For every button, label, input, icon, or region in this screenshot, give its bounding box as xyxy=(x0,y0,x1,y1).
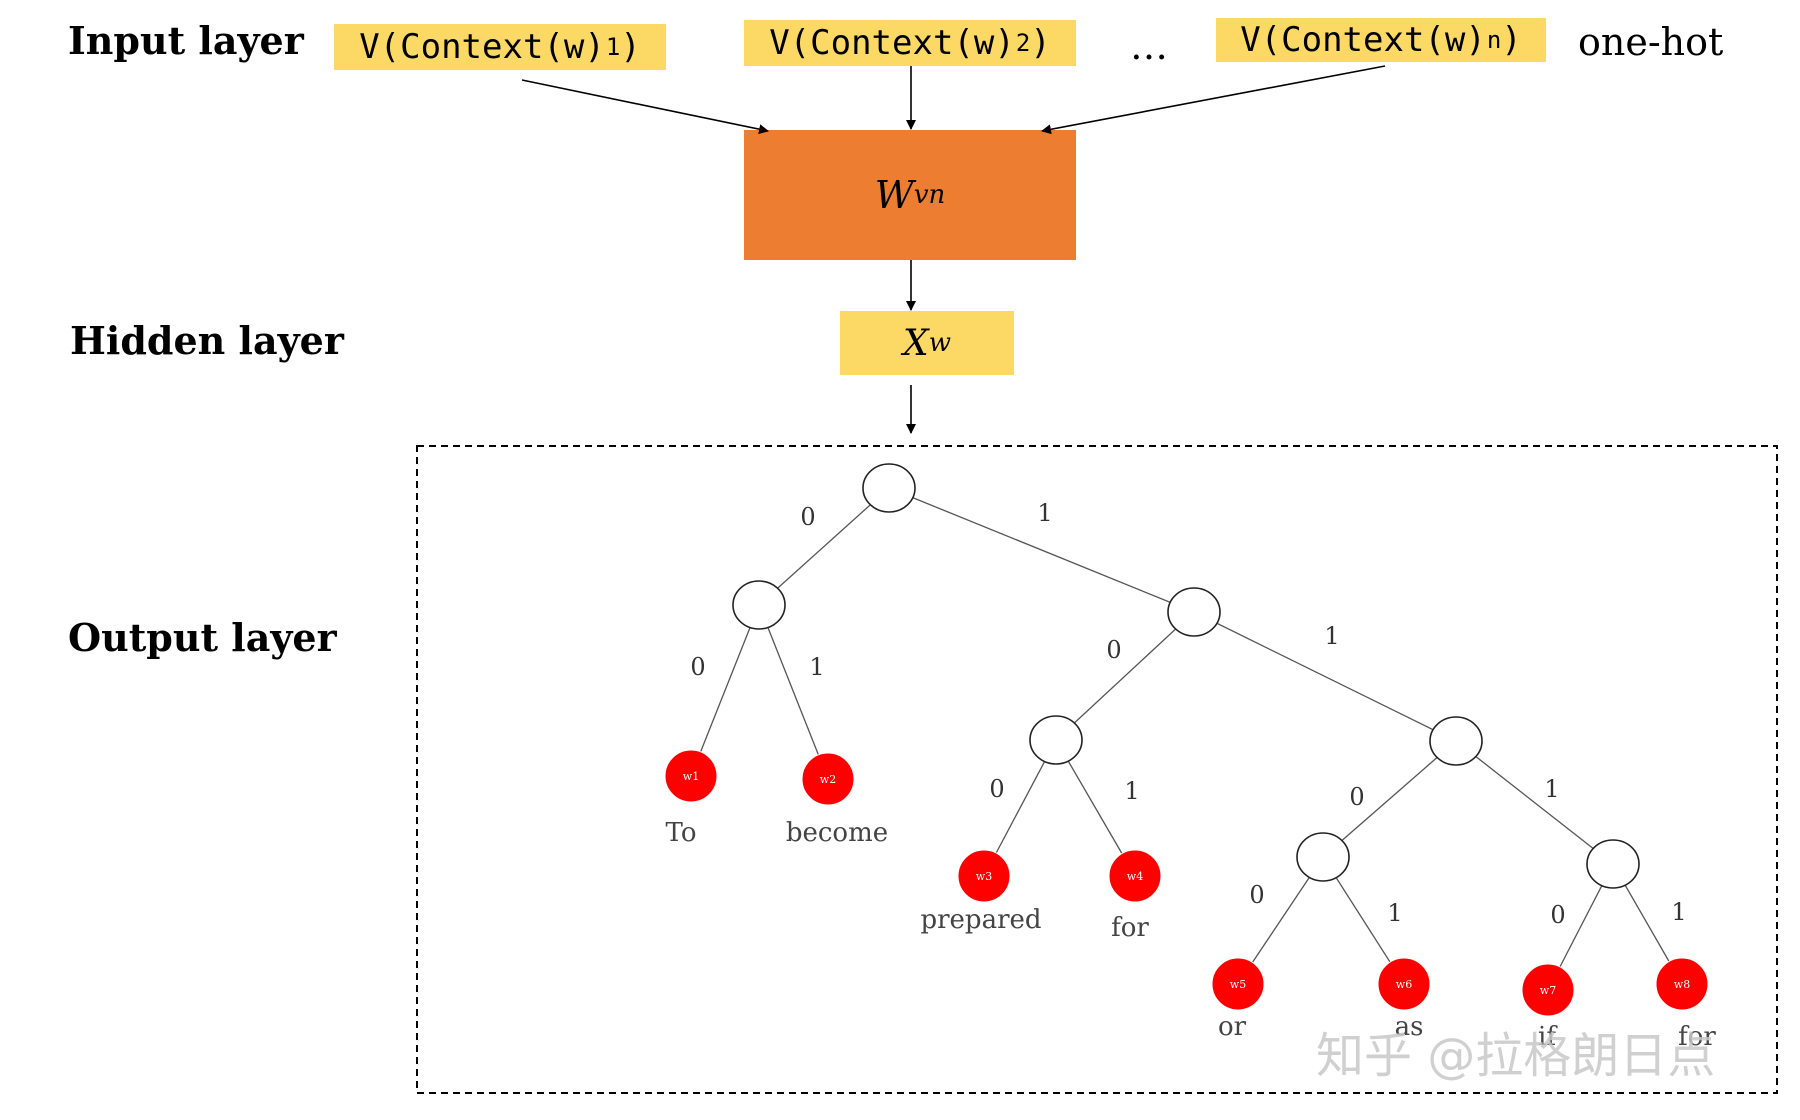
leaf-node xyxy=(1108,849,1162,903)
edge-bit-label: 0 xyxy=(1249,881,1264,909)
internal-node xyxy=(1586,839,1640,889)
edge-bit-label: 1 xyxy=(1037,499,1052,527)
leaf-word-label: To xyxy=(666,818,697,848)
leaf-node xyxy=(801,752,855,806)
input-vector-n-sub: n xyxy=(1486,26,1502,54)
tree-edge xyxy=(1055,611,1195,741)
leaf-id-label: w2 xyxy=(820,773,836,786)
tree-edge xyxy=(1322,740,1457,858)
hidden-vector-sub: w xyxy=(928,328,951,358)
edge-bit-label: 1 xyxy=(1324,622,1339,650)
leaf-id-label: w6 xyxy=(1396,978,1412,991)
leaf-id-label: w3 xyxy=(976,870,992,883)
weight-matrix-sub: vn xyxy=(913,180,946,210)
edge-bit-label: 0 xyxy=(800,503,815,531)
input-layer-label: Input layer xyxy=(68,18,304,63)
tree-edge xyxy=(758,487,890,606)
input-vector-1-base: V(Context(w) xyxy=(359,27,605,67)
arrow-input-n xyxy=(1041,65,1386,135)
edge-bit-label: 1 xyxy=(1544,775,1559,803)
edge-bit-label: 1 xyxy=(1671,898,1686,926)
input-arrows xyxy=(521,65,1386,434)
output-layer-label: Output layer xyxy=(68,615,337,660)
leaf-id-label: w4 xyxy=(1127,870,1143,883)
ellipsis: … xyxy=(1130,24,1168,68)
leaf-id-label: w5 xyxy=(1230,978,1246,991)
edge-bit-label: 0 xyxy=(1106,636,1121,664)
edge-bit-label: 0 xyxy=(1349,783,1364,811)
leaf-node xyxy=(1377,957,1431,1011)
input-vector-n: V(Context(w)n) xyxy=(1216,18,1546,62)
input-vector-1-close: ) xyxy=(620,27,641,67)
input-vector-n-close: ) xyxy=(1501,20,1522,60)
input-vector-2-base: V(Context(w) xyxy=(769,23,1015,63)
leaf-word-label: become xyxy=(786,818,888,848)
hidden-layer-label: Hidden layer xyxy=(70,318,344,363)
tree-edge xyxy=(888,487,1195,613)
edge-bit-label: 1 xyxy=(1124,777,1139,805)
internal-node xyxy=(1296,832,1350,882)
edge-bit-label: 0 xyxy=(1550,901,1565,929)
tree-edge xyxy=(1193,611,1457,742)
watermark: 知乎 @拉格朗日点 xyxy=(1316,1028,1716,1084)
hidden-vector-base: X xyxy=(903,322,929,364)
leaf-word-label: prepared xyxy=(920,905,1041,935)
tree-edge xyxy=(690,604,760,777)
leaf-word-label: for xyxy=(1111,913,1149,943)
leaf-word-label: or xyxy=(1218,1012,1247,1042)
leaf-id-label: w7 xyxy=(1540,984,1556,997)
tree-edge xyxy=(1455,740,1614,865)
leaf-node xyxy=(664,749,718,803)
leaf-word-label: as xyxy=(1395,1012,1424,1042)
edge-bit-label: 0 xyxy=(690,653,705,681)
leaf-node xyxy=(1211,957,1265,1011)
internal-node xyxy=(862,463,916,513)
tree-edges: 0 1 0 1 0 1 0 1 0 1 0 1 0 1 xyxy=(690,487,1687,991)
internal-node xyxy=(1429,716,1483,766)
edge-bit-label: 0 xyxy=(989,775,1004,803)
leaf-node xyxy=(1521,963,1575,1017)
leaf-node xyxy=(1655,957,1709,1011)
input-vector-1-sub: 1 xyxy=(605,33,621,61)
tree-edge xyxy=(758,604,829,780)
leaf-id-label: w1 xyxy=(683,770,699,783)
input-vector-2-sub: 2 xyxy=(1015,29,1031,57)
input-vector-n-base: V(Context(w) xyxy=(1240,20,1486,60)
internal-node xyxy=(1029,715,1083,765)
weight-matrix-base: W xyxy=(874,173,914,217)
edge-bit-label: 1 xyxy=(809,653,824,681)
input-vector-2-close: ) xyxy=(1030,23,1051,63)
one-hot-label: one-hot xyxy=(1578,20,1724,64)
edge-bit-label: 1 xyxy=(1387,899,1402,927)
leaf-word-label: if xyxy=(1538,1022,1558,1052)
internal-node xyxy=(1167,587,1221,637)
internal-node xyxy=(732,580,786,630)
leaf-word-label: for xyxy=(1678,1022,1716,1052)
input-vector-1: V(Context(w)1) xyxy=(334,24,666,70)
arrow-input-1 xyxy=(521,79,769,135)
leaf-node xyxy=(957,849,1011,903)
output-box xyxy=(416,445,1778,1094)
leaf-id-label: w8 xyxy=(1674,978,1690,991)
input-vector-2: V(Context(w)2) xyxy=(744,20,1076,66)
